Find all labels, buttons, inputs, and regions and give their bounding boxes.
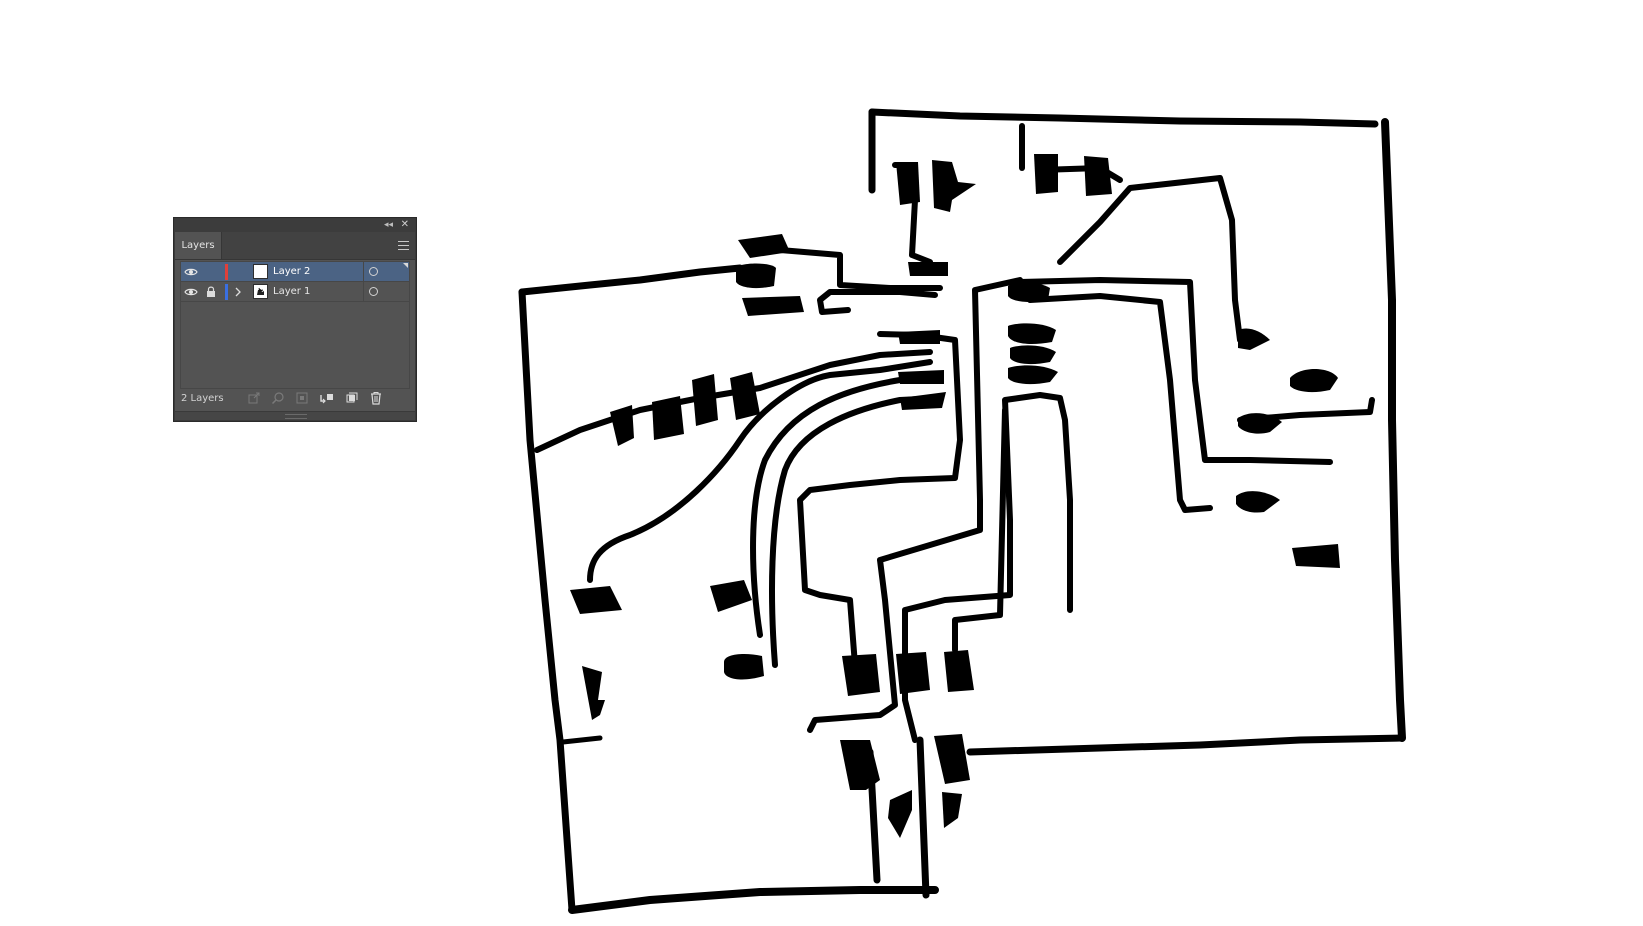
pad-14 [888,790,912,838]
layer-row-layer-2[interactable]: Layer 2 [181,262,409,282]
pad-10 [896,652,930,694]
trace-4 [769,395,943,668]
layer-thumbnail [253,284,268,299]
pad-5 [570,586,622,614]
pad-7 [724,654,764,680]
pad-28 [1008,323,1056,344]
panel-footer: 2 Layers [175,387,415,411]
trace-8 [952,407,1008,653]
delete-icon[interactable] [369,391,383,405]
board-right-outline-top [868,108,1379,128]
clipping-mask-icon[interactable] [295,391,309,405]
board-center-drop [916,736,930,899]
pad-18 [742,296,804,316]
layer-count-label: 2 Layers [181,393,224,404]
pad-30 [1008,365,1058,385]
panel-title-bar[interactable]: ◂◂ ✕ [175,219,415,232]
pad-34 [1236,491,1280,513]
pad-27 [1008,282,1050,303]
trace-2 [587,359,933,583]
layer-color-indicator [225,264,228,280]
pad-20 [898,370,944,384]
pad-16 [738,234,790,258]
selection-indicator-icon[interactable] [403,263,408,268]
pad-6 [710,580,752,612]
layer-name[interactable]: Layer 1 [273,286,311,297]
pad-22 [908,262,948,276]
pad-19 [898,330,940,344]
pad-33 [1238,413,1282,434]
trace-10 [1017,277,1333,465]
pad-3 [692,374,718,426]
trace-6 [807,277,1023,733]
pad-15 [942,792,962,828]
trace-14 [777,247,943,291]
layers-list: Layer 2 [180,261,410,389]
row-divider [363,262,364,282]
pad-32 [1290,369,1338,393]
pad-12 [840,740,880,790]
layers-panel: ◂◂ ✕ Layers Layer 2 [174,218,416,421]
new-sublayer-icon[interactable] [319,391,333,405]
trace-3 [750,375,938,638]
layer-row-layer-1[interactable]: Layer 1 [181,282,409,302]
pad-29 [1010,345,1056,365]
pad-17 [736,263,776,289]
target-circle-icon[interactable] [369,267,378,276]
tab-layers[interactable]: Layers [175,232,222,259]
pad-23 [896,162,920,205]
pad-24 [932,160,976,212]
board-left-inner-divider [560,735,603,745]
pad-21 [900,392,946,410]
layer-thumbnail [253,264,268,279]
board-outline-left [518,264,744,296]
visibility-eye-icon[interactable] [184,266,198,278]
close-panel-icon[interactable]: ✕ [400,219,409,230]
board-right-lower-edge [966,734,1406,756]
pad-13 [934,734,970,784]
board-left-edge [518,288,576,914]
row-divider [363,282,364,302]
trace-7 [902,392,1073,743]
trace-5 [797,331,963,668]
pad-31 [1238,328,1270,350]
trace-13 [817,289,938,315]
pad-25 [1034,154,1058,194]
trace-11 [1057,175,1243,343]
pad-35 [1292,544,1340,568]
target-circle-icon[interactable] [369,287,378,296]
board-bottom-edge [568,886,939,914]
pad-11 [944,650,974,692]
lock-icon[interactable] [205,285,217,299]
visibility-eye-icon[interactable] [184,286,198,298]
grip-icon [285,414,307,419]
pad-26 [1084,156,1112,196]
collapse-panel-icon[interactable]: ◂◂ [383,220,393,230]
layer-color-indicator [225,284,228,300]
new-layer-icon[interactable] [345,391,359,405]
pad-1 [610,405,634,446]
layer-name[interactable]: Layer 2 [273,266,311,277]
pad-9 [842,654,880,696]
board-right-edge [1381,118,1406,742]
export-icon[interactable] [247,391,261,405]
trace-9 [1027,293,1213,513]
pad-8 [582,666,605,720]
hamburger-menu-icon[interactable] [398,241,409,250]
lock-toggle-empty[interactable] [205,265,217,279]
panel-resize-handle[interactable] [175,411,415,420]
locate-object-icon[interactable] [271,391,285,405]
pad-2 [652,396,684,440]
panel-tab-bar: Layers [175,232,415,260]
chevron-right-icon[interactable] [233,286,243,298]
pad-4 [730,372,760,420]
